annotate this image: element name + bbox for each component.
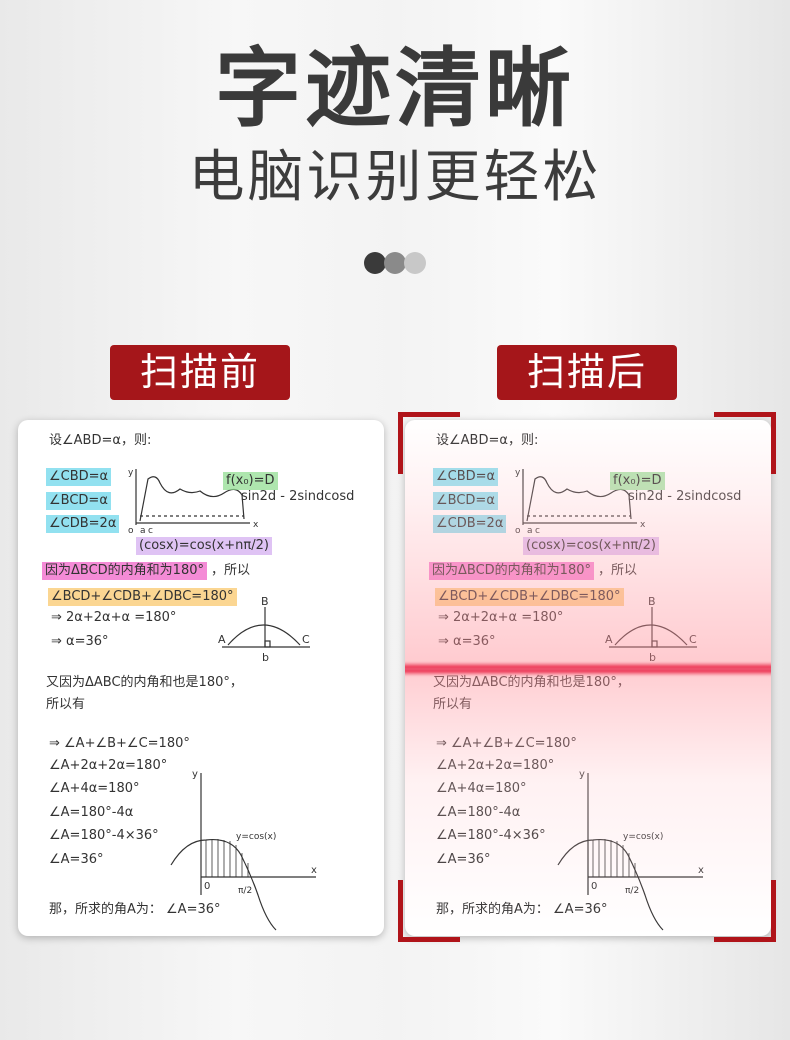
svg-text:a: a xyxy=(527,526,533,535)
note-line: f(x₀)=D xyxy=(223,472,278,490)
note-line: 因为ΔBCD的内角和为180° xyxy=(429,562,594,580)
note-line: ∠A+4α=180° xyxy=(436,781,527,796)
note-line: ，所以 xyxy=(211,563,251,578)
note-line: ，所以 xyxy=(598,563,638,578)
note-line: 设∠ABD=α，则: xyxy=(49,433,152,448)
note-line: ∠A+2α+2α=180° xyxy=(436,758,555,773)
note-line: ∠BCD=α xyxy=(433,492,498,510)
note-line: 那，所求的角A为： ∠A=36° xyxy=(436,902,608,917)
svg-text:x: x xyxy=(698,865,704,876)
carousel-dot-1[interactable] xyxy=(364,252,386,274)
cosine-graph: y x 0 y=cos(x) π/2 xyxy=(170,769,317,931)
note-line: ∠A=36° xyxy=(436,852,491,867)
svg-text:B: B xyxy=(648,595,656,608)
note-line: 因为ΔBCD的内角和为180° xyxy=(42,562,207,580)
svg-text:A: A xyxy=(218,633,226,646)
note-line: ∠CDB=2α xyxy=(46,515,120,533)
note-line: ∠CDB=2α xyxy=(433,515,507,533)
note-line: 设∠ABD=α，则: xyxy=(436,433,539,448)
svg-text:π/2: π/2 xyxy=(625,886,639,896)
note-line: ∠A+2α+2α=180° xyxy=(49,758,168,773)
carousel-dot-3[interactable] xyxy=(404,252,426,274)
note-line: ⇒ α=36° xyxy=(438,634,496,649)
note-line: 又因为ΔABC的内角和也是180°， xyxy=(46,675,243,690)
svg-text:o: o xyxy=(128,526,134,535)
before-scan-label: 扫描前 xyxy=(110,345,290,400)
svg-text:0: 0 xyxy=(204,881,210,892)
note-line: 那，所求的角A为： ∠A=36° xyxy=(49,902,221,917)
svg-text:b: b xyxy=(262,651,269,664)
note-line: ∠A=180°-4×36° xyxy=(436,828,546,843)
subheadline: 电脑识别更轻松 xyxy=(188,145,602,210)
note-line: 所以有 xyxy=(46,697,86,712)
svg-text:c: c xyxy=(148,526,153,535)
note-line: ∠BCD+∠CDB+∠DBC=180° xyxy=(435,588,624,606)
svg-text:c: c xyxy=(535,526,540,535)
svg-text:A: A xyxy=(605,633,613,646)
note-line: ⇒ 2α+2α+α =180° xyxy=(51,610,177,625)
svg-text:x: x xyxy=(640,520,646,530)
svg-text:y=cos(x): y=cos(x) xyxy=(236,832,276,842)
svg-text:B: B xyxy=(261,595,269,608)
triangle-arc-diagram: B A Cb xyxy=(218,595,310,664)
carousel-dots xyxy=(364,252,426,274)
note-line: sin2d - 2sindcosd xyxy=(628,489,742,504)
svg-text:x: x xyxy=(253,520,259,530)
svg-text:π/2: π/2 xyxy=(238,886,252,896)
scan-corner-top-left xyxy=(398,412,460,474)
scan-laser-line xyxy=(405,662,771,676)
note-line: sin2d - 2sindcosd xyxy=(241,489,355,504)
note-line: ∠A+4α=180° xyxy=(49,781,140,796)
svg-text:y: y xyxy=(579,769,585,780)
svg-text:0: 0 xyxy=(591,881,597,892)
note-line: ∠A=180°-4α xyxy=(49,805,134,820)
note-line: ∠A=180°-4×36° xyxy=(49,828,159,843)
note-line: ∠BCD+∠CDB+∠DBC=180° xyxy=(48,588,237,606)
note-line: 又因为ΔABC的内角和也是180°， xyxy=(433,675,630,690)
note-line: ∠A=36° xyxy=(49,852,104,867)
svg-text:x: x xyxy=(311,865,317,876)
note-line: ∠CBD=α xyxy=(46,468,112,486)
svg-text:b: b xyxy=(649,651,656,664)
note-line: (cosx)=cos(x+nπ/2) xyxy=(523,537,659,555)
svg-text:y: y xyxy=(128,468,134,478)
svg-text:o: o xyxy=(515,526,521,535)
svg-text:C: C xyxy=(302,633,310,646)
headline: 字迹清晰 xyxy=(215,39,575,139)
note-line: ⇒ 2α+2α+α =180° xyxy=(438,610,564,625)
scan-corner-bottom-right xyxy=(714,880,776,942)
triangle-arc-diagram: B A Cb xyxy=(605,595,697,664)
cosine-graph: y x 0 y=cos(x) π/2 xyxy=(557,769,704,931)
after-scan-label: 扫描后 xyxy=(497,345,677,400)
svg-text:y=cos(x): y=cos(x) xyxy=(623,832,663,842)
scan-corner-bottom-left xyxy=(398,880,460,942)
note-line: 所以有 xyxy=(433,697,473,712)
scan-corner-top-right xyxy=(714,412,776,474)
note-line: ∠CBD=α xyxy=(433,468,499,486)
svg-text:a: a xyxy=(140,526,146,535)
note-line: ∠A=180°-4α xyxy=(436,805,521,820)
note-line: (cosx)=cos(x+nπ/2) xyxy=(136,537,272,555)
note-line: ∠BCD=α xyxy=(46,492,111,510)
svg-text:C: C xyxy=(689,633,697,646)
note-line: ⇒ α=36° xyxy=(51,634,109,649)
svg-text:y: y xyxy=(515,468,521,478)
note-line: f(x₀)=D xyxy=(610,472,665,490)
note-line: ⇒ ∠A+∠B+∠C=180° xyxy=(436,736,577,751)
carousel-dot-2[interactable] xyxy=(384,252,406,274)
note-line: ⇒ ∠A+∠B+∠C=180° xyxy=(49,736,190,751)
svg-text:y: y xyxy=(192,769,198,780)
